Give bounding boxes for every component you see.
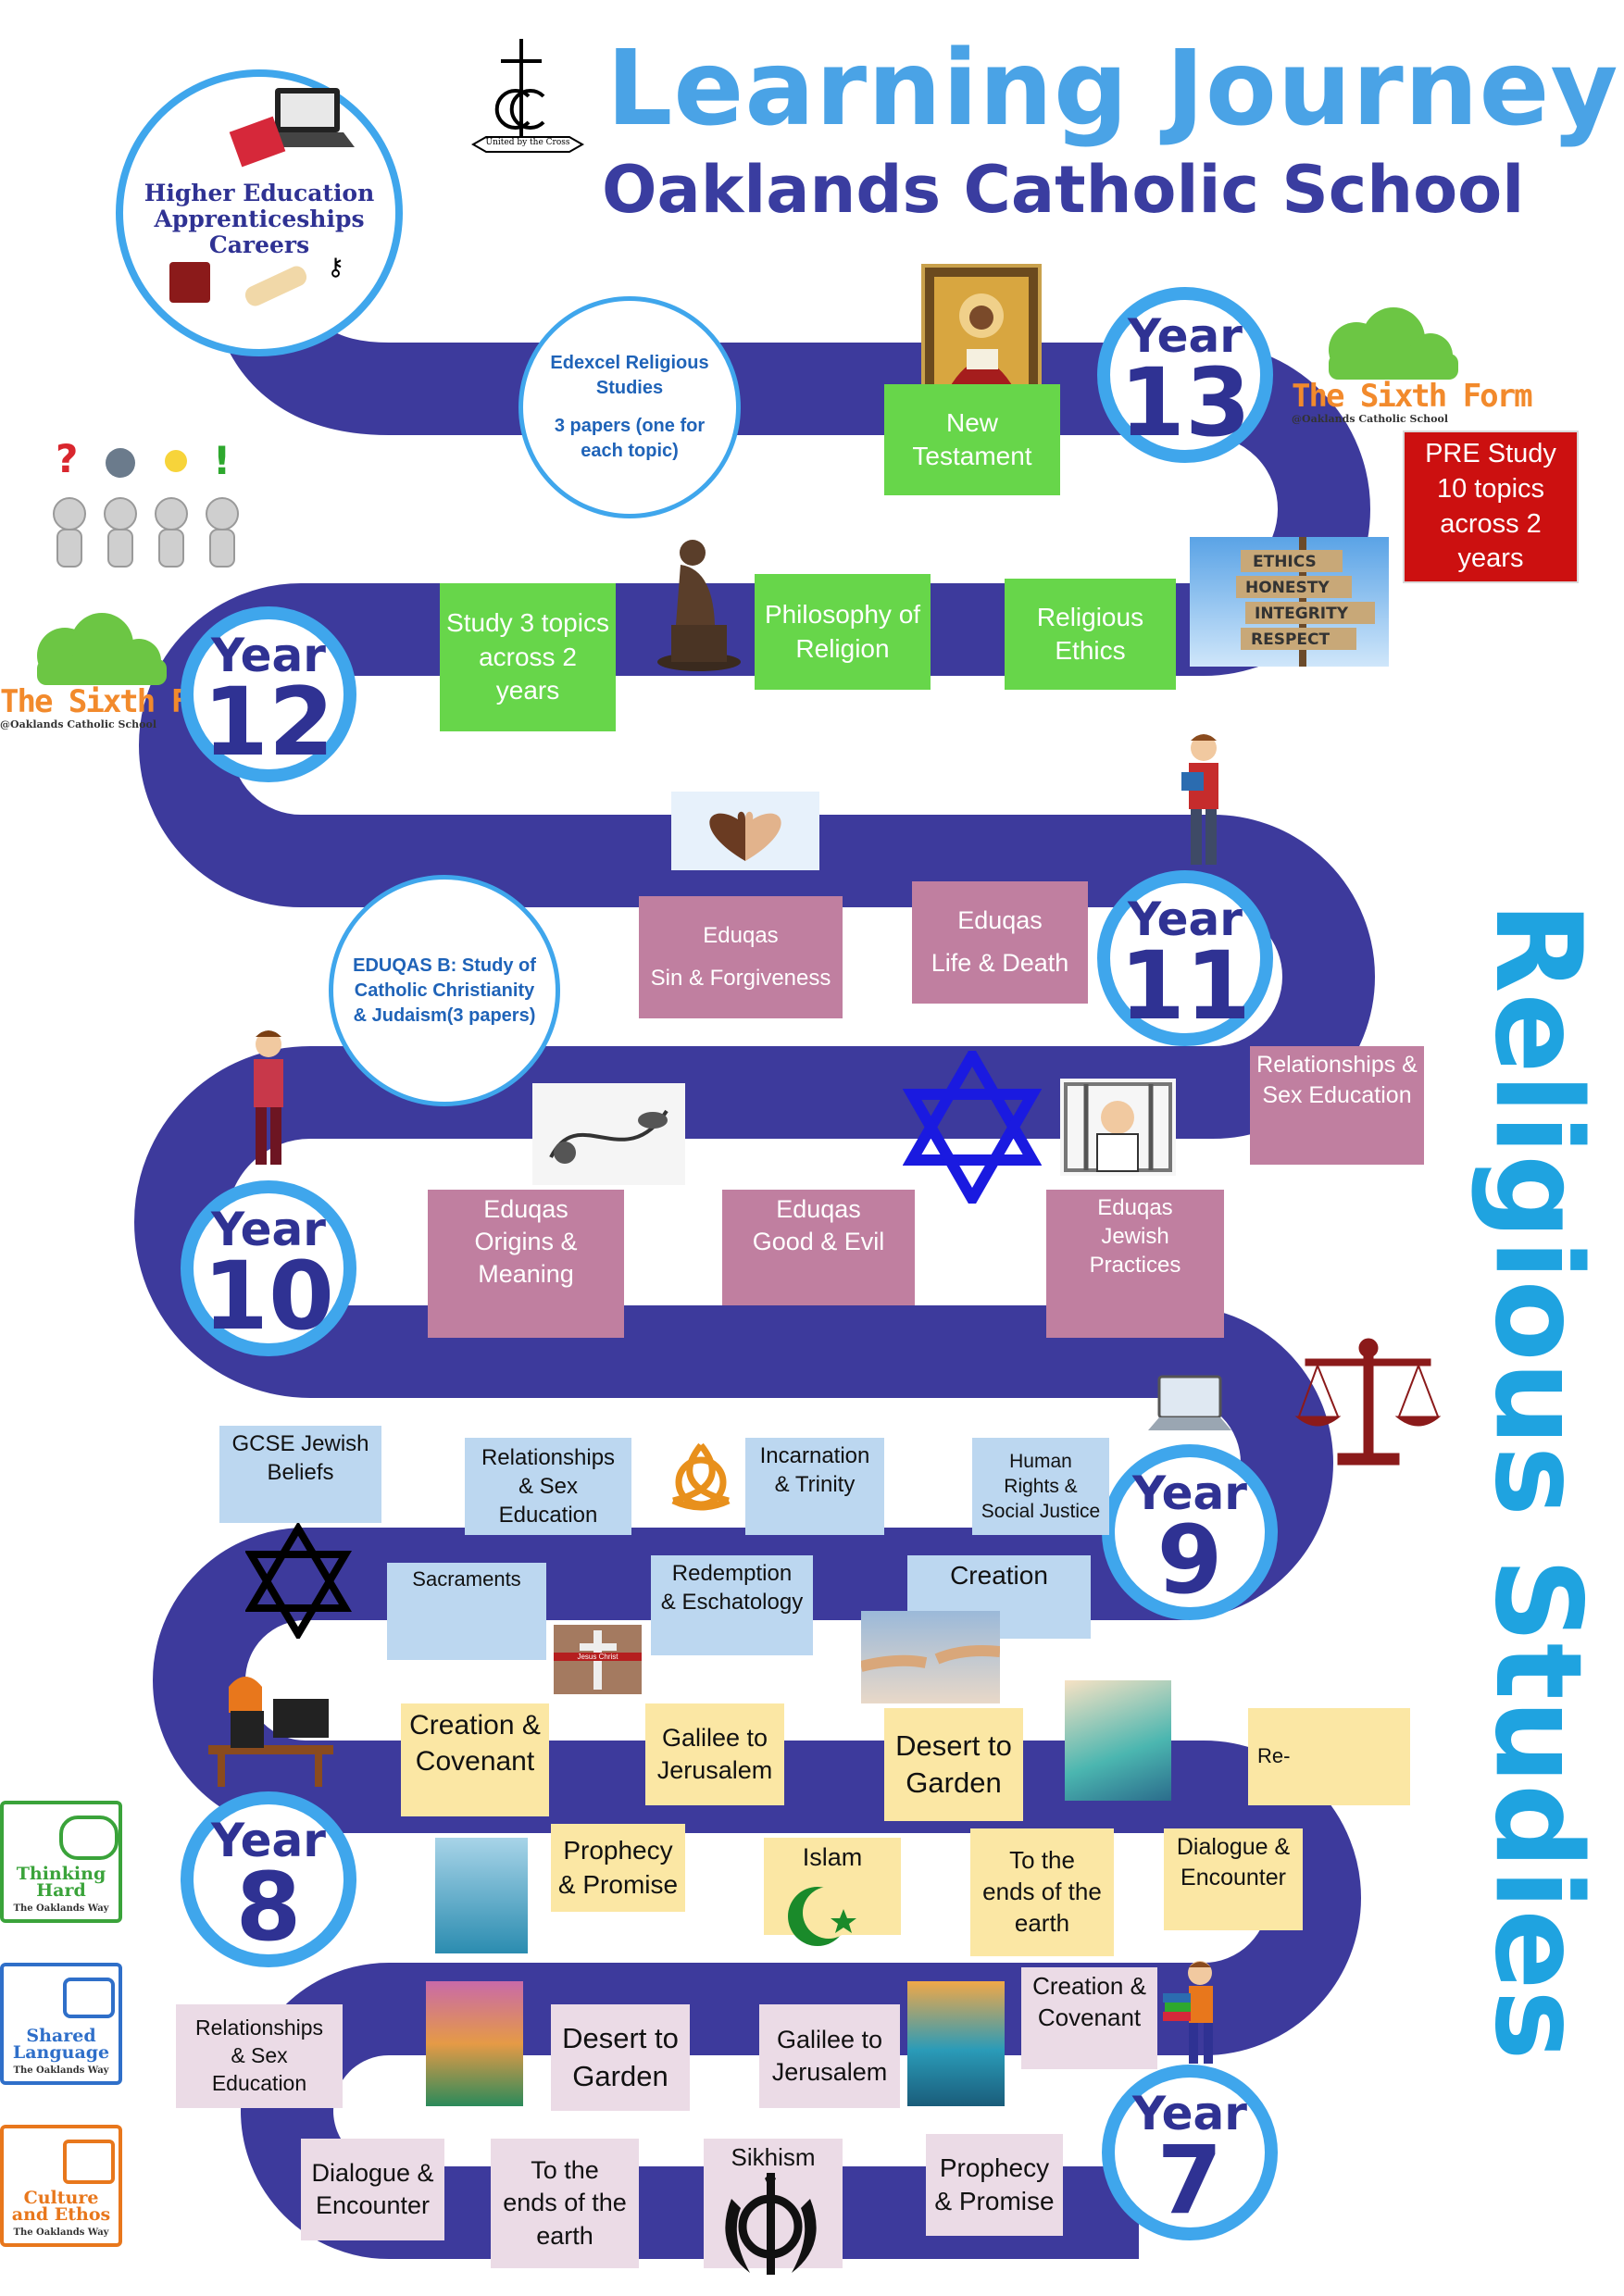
sign-ethics: ETHICS	[1253, 553, 1317, 571]
student-with-books-figure	[1157, 1958, 1231, 2069]
culture-ethos-badge: Culture and Ethos The Oaklands Way	[0, 2125, 122, 2247]
pre-study-note: PRE Study 10 topics across 2 years	[1403, 430, 1579, 583]
topic-sacraments: Sacraments	[387, 1563, 546, 1660]
topic-desert-8: Desert to Garden	[884, 1708, 1023, 1821]
speech-bubble-icon	[63, 1978, 115, 2018]
christ-icon-painting	[921, 264, 1042, 403]
page-subtitle: Oaklands Catholic School	[602, 152, 1525, 228]
topic-ends-7: To the ends of the earth	[491, 2139, 639, 2268]
topic-rse-7: Relationships & Sex Education	[176, 2004, 343, 2108]
topic-galilee-7: Galilee to Jerusalem	[759, 2004, 900, 2108]
thinker-statue-image	[648, 532, 750, 671]
topic-philosophy: Philosophy of Religion	[755, 574, 931, 690]
topic-life-death: Eduqas Life & Death	[912, 881, 1088, 1004]
sixth-form-subtitle: @Oaklands Catholic School	[1292, 413, 1449, 425]
sign-honesty: HONESTY	[1245, 579, 1330, 597]
galilee-art-image	[907, 1981, 1005, 2106]
crescent-star-icon	[782, 1879, 861, 1953]
thinking-hard-badge: Thinking Hard The Oaklands Way	[0, 1801, 122, 1923]
sixth-form-title: The Sixth Form	[1292, 378, 1533, 415]
student-reading-figure	[1176, 731, 1231, 870]
diploma-icon	[242, 263, 310, 309]
keys-icon: ⚷	[327, 253, 345, 281]
topic-human-rights: Human Rights & Social Justice	[972, 1438, 1109, 1535]
school-crest: United by the Cross	[468, 37, 588, 167]
topic-incarnation: Incarnation & Trinity	[745, 1438, 884, 1535]
sixth-form-logo-right: The Sixth Form @Oaklands Catholic School	[1292, 306, 1533, 425]
topic-ethics: Religious Ethics	[1005, 579, 1176, 690]
page-title: Learning Journey	[606, 29, 1619, 149]
topic-prophecy-8: Prophecy & Promise	[551, 1824, 685, 1912]
eduqas-bubble: EDUQAS B: Study of Catholic Christianity…	[329, 875, 560, 1106]
student-at-computer-figure	[208, 1666, 333, 1787]
topic-ends-8: To the ends of the earth	[970, 1828, 1114, 1956]
star-of-david-blue-icon	[902, 1043, 1043, 1211]
ethics-signpost-image: ETHICS HONESTY INTEGRITY RESPECT	[1190, 537, 1389, 667]
scales-of-justice-icon	[1292, 1333, 1444, 1472]
destination-circle: Higher Education Apprenticeships Careers…	[116, 69, 403, 356]
svg-text:?: ?	[56, 436, 78, 481]
sixth-form-logo-left: The Sixth Form @Oaklands Catholic School	[0, 611, 242, 730]
prophecy-art-image	[435, 1838, 528, 1953]
heart-hands-image	[671, 792, 819, 870]
jesus-christ-cross-image: Jesus Christ	[554, 1625, 642, 1694]
jesus-christ-caption: Jesus Christ	[554, 1653, 642, 1661]
creation-of-adam-image	[859, 1611, 1001, 1703]
passport-icon	[169, 262, 210, 303]
topic-good-evil: Eduqas Good & Evil	[722, 1190, 915, 1305]
topic-origins-meaning: Eduqas Origins & Meaning	[428, 1190, 624, 1338]
sign-integrity: INTEGRITY	[1255, 605, 1349, 623]
khanda-icon	[713, 2171, 829, 2282]
evolution-sketch-image	[532, 1083, 685, 1185]
thinking-people-illustration: ? !	[37, 435, 259, 574]
star-of-david-black-icon	[244, 1521, 353, 1641]
laptop-icon	[1148, 1375, 1231, 1435]
crest-motto: United by the Cross	[485, 138, 570, 147]
topic-re: Re-	[1248, 1708, 1410, 1805]
topic-sin-forgiveness: Eduqas Sin & Forgiveness	[639, 896, 843, 1018]
desert-flowers-art-image	[426, 1981, 523, 2106]
topic-dialogue-8: Dialogue & Encounter	[1164, 1828, 1303, 1930]
sixth-form-subtitle: @Oaklands Catholic School	[0, 718, 157, 730]
desert-garden-art-image	[1065, 1680, 1171, 1801]
topic-jewish-practices: Eduqas Jewish Practices	[1046, 1190, 1224, 1338]
shared-language-badge: Shared Language The Oaklands Way	[0, 1963, 122, 2085]
subject-title: Religious Studies	[1468, 902, 1606, 2061]
topic-rse-9: Relationships & Sex Education	[465, 1438, 631, 1535]
trinity-knot-icon	[659, 1440, 743, 1514]
topic-jewish-beliefs: GCSE Jewish Beliefs	[219, 1426, 381, 1523]
laptop-icon	[262, 86, 355, 151]
topic-creation-covenant-7: Creation & Covenant	[1021, 1967, 1157, 2069]
prisoner-image	[1060, 1079, 1176, 1176]
topic-study-3: Study 3 topics across 2 years	[440, 583, 616, 731]
topic-desert-7: Desert to Garden	[551, 2004, 690, 2111]
topic-redemption: Redemption & Eschatology	[651, 1555, 813, 1655]
sixth-form-title: The Sixth Form	[0, 683, 242, 720]
topic-sikhism: Sikhism	[704, 2139, 843, 2268]
topic-dialogue-7: Dialogue & Encounter	[301, 2139, 444, 2240]
topic-creation-covenant-8: Creation & Covenant	[401, 1703, 549, 1816]
topic-rse-11: Relationships & Sex Education	[1250, 1046, 1424, 1165]
hexagon-icon	[63, 2140, 115, 2184]
svg-text:!: !	[213, 438, 231, 483]
topic-galilee-8: Galilee to Jerusalem	[645, 1703, 784, 1805]
destination-text: Higher Education Apprenticeships Careers	[144, 180, 375, 258]
sign-respect: RESPECT	[1251, 630, 1330, 649]
topic-new-testament: New Testament	[884, 384, 1060, 495]
topic-prophecy-7: Prophecy & Promise	[926, 2134, 1063, 2236]
brain-icon	[59, 1816, 119, 1860]
student-standing-figure	[241, 1028, 296, 1171]
